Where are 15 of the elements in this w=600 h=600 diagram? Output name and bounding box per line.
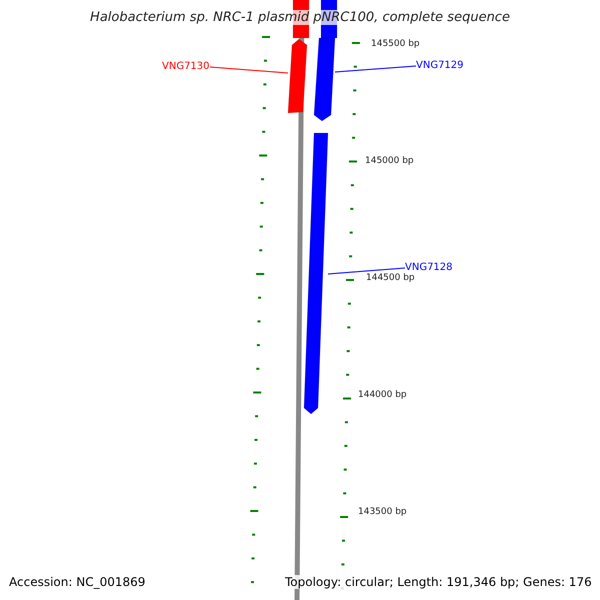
- leader-line: [328, 268, 406, 274]
- map-title: Halobacterium sp. NRC-1 plasmid pNRC100, complete sequence: [90, 10, 510, 25]
- gene-label: VNG7130: [162, 61, 210, 73]
- map-info-text: Topology: circular; Length: 191,346 bp; Genes: 176: [285, 575, 592, 589]
- gene-label: VNG7129: [416, 60, 464, 72]
- scale-label: 145000 bp: [365, 155, 414, 167]
- leader-line: [210, 66, 288, 74]
- leader-line: [334, 66, 416, 72]
- gene-block: [304, 133, 328, 415]
- map-info-text: Accession: NC_001869: [9, 575, 146, 589]
- scale-label: 144000 bp: [358, 389, 407, 401]
- gene-label: VNG7128: [405, 262, 453, 274]
- scale-label: 144500 bp: [366, 272, 415, 284]
- scale-label: 145500 bp: [371, 38, 420, 50]
- scale-label: 143500 bp: [358, 506, 407, 518]
